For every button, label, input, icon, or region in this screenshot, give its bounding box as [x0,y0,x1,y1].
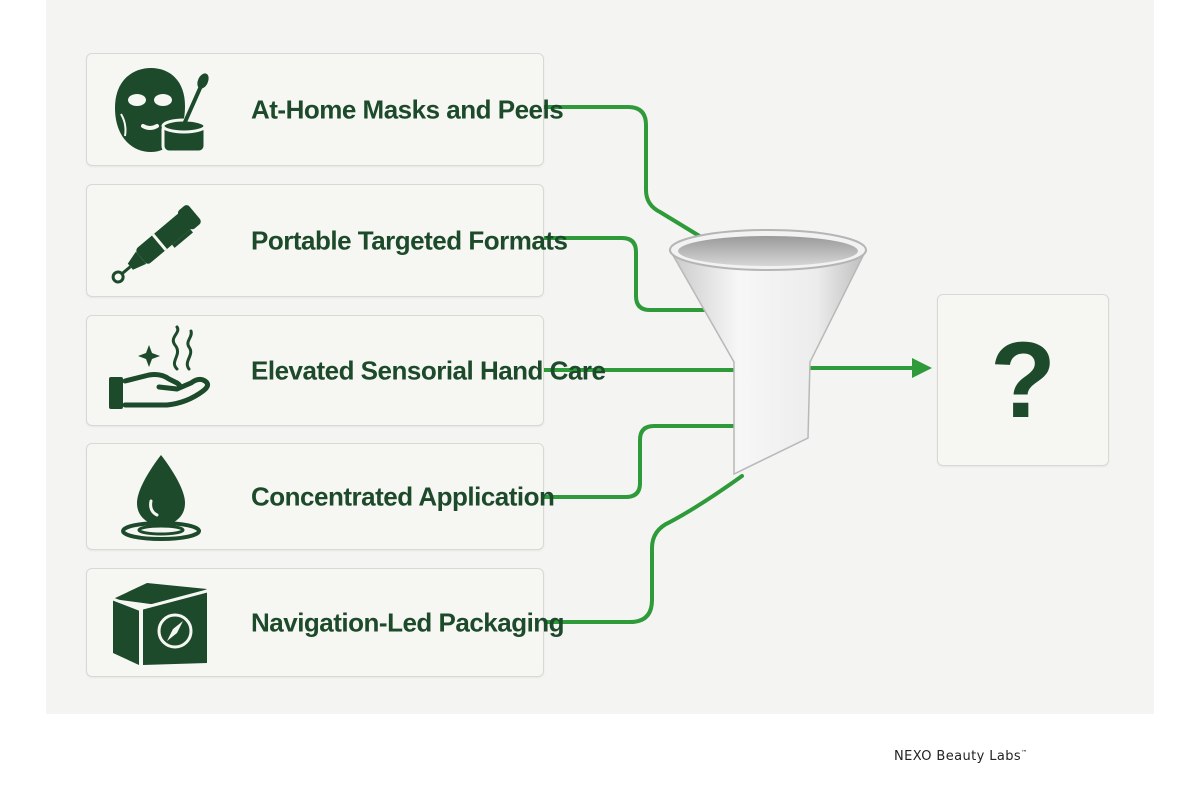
droplet-ripple-icon [105,449,217,545]
arrowhead [912,358,932,378]
input-label-1: At-Home Masks and Peels [251,94,564,124]
input-card-2: Portable Targeted Formats [86,184,568,297]
input-card-5: Navigation-Led Packaging [86,568,565,677]
input-card-4: Concentrated Application [86,443,555,550]
connector-4 [542,424,738,499]
hand-sparkle-icon [105,323,217,419]
brand-footer: NEXO Beauty Labs™ [894,749,1027,764]
brand-mark: ™ [1021,749,1028,757]
input-label-2: Portable Targeted Formats [251,225,568,255]
brand-name: NEXO Beauty Labs [894,749,1022,764]
applicator-pen-icon [105,193,217,289]
question-mark: ? [990,319,1056,440]
connector-1 [542,105,708,242]
input-card-1: At-Home Masks and Peels [86,53,564,166]
input-label-4: Concentrated Application [251,481,555,511]
funnel-icon [668,229,868,476]
connector-2 [542,236,714,312]
face-mask-jar-icon [105,62,217,158]
connector-5 [542,474,744,624]
output-box: ? [937,294,1109,466]
input-label-5: Navigation-Led Packaging [251,607,565,637]
input-label-3: Elevated Sensorial Hand Care [251,355,606,385]
box-compass-icon [105,575,217,671]
input-card-3: Elevated Sensorial Hand Care [86,315,606,426]
